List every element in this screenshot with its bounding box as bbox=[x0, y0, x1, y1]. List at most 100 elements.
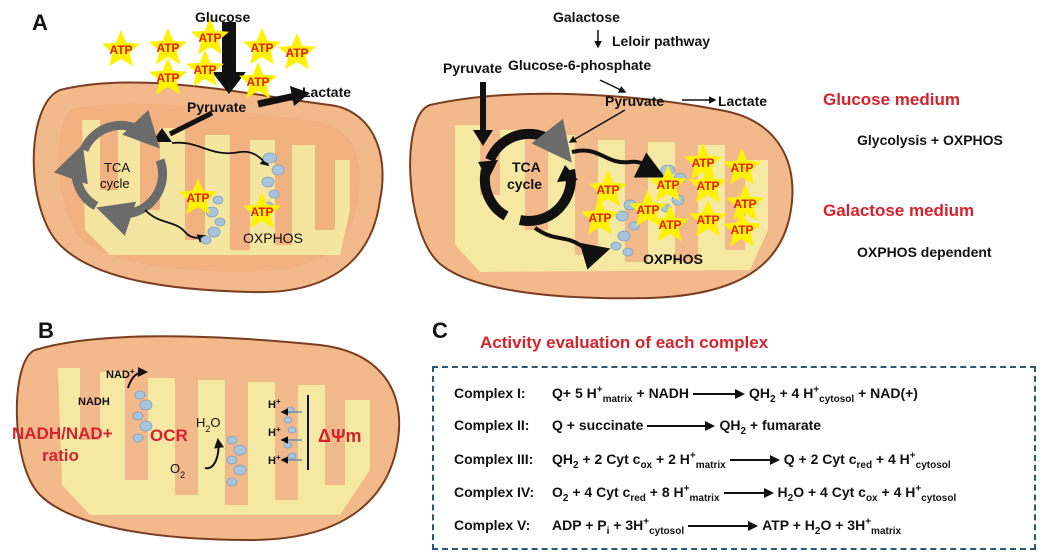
panel-a-letter: A bbox=[32, 10, 48, 35]
pyruvate-label-a-left: Pyruvate bbox=[187, 99, 246, 115]
complex-blob bbox=[287, 426, 297, 434]
complex-blob bbox=[628, 221, 640, 231]
g6p-label: Glucose-6-phosphate bbox=[508, 57, 651, 73]
atp-label: ATP bbox=[730, 161, 753, 175]
atp-label: ATP bbox=[636, 203, 659, 217]
atp-star: ATP bbox=[239, 62, 277, 99]
reaction-arrow bbox=[729, 454, 780, 465]
complex-blob bbox=[233, 464, 247, 476]
atp-label: ATP bbox=[250, 41, 273, 55]
atp-label: ATP bbox=[588, 211, 611, 225]
complex-blob bbox=[139, 399, 153, 411]
o2-to-h2o-arrow bbox=[204, 438, 225, 470]
tca-to-oxphos-arrow-right-upper bbox=[571, 148, 666, 178]
tca-to-oxphos-arrow-right-lower bbox=[533, 226, 611, 270]
complex-lhs: Q+ 5 H+matrix + NADH bbox=[552, 384, 690, 405]
h2o-label: H2O bbox=[196, 415, 221, 434]
atp-label: ATP bbox=[156, 71, 179, 85]
tca-label-line2-a-right: cycle bbox=[507, 176, 542, 192]
glucose-label: Glucose bbox=[195, 9, 250, 25]
atp-star: ATP bbox=[179, 178, 217, 215]
complex-blob bbox=[207, 226, 221, 238]
glucose-medium-desc: Glycolysis + OXPHOS bbox=[857, 132, 1003, 148]
glucose-medium-heading: Glucose medium bbox=[823, 90, 960, 109]
complex-lhs: QH2 + 2 Cyt cox + 2 H+matrix bbox=[552, 450, 726, 471]
reaction-arrow bbox=[647, 421, 716, 432]
complex-rhs: H2O + 4 Cyt cox + 4 H+cytosol bbox=[777, 483, 957, 504]
complex-lhs: ADP + Pi + 3H+cytosol bbox=[552, 516, 685, 537]
complex-blob bbox=[134, 390, 146, 400]
complex-blob bbox=[271, 164, 285, 176]
complex-blob bbox=[622, 247, 634, 257]
complex-blob bbox=[268, 189, 280, 199]
atp-label: ATP bbox=[696, 179, 719, 193]
atp-label: ATP bbox=[246, 75, 269, 89]
atp-label: ATP bbox=[658, 218, 681, 232]
lactate-label-a-right: Lactate bbox=[718, 93, 767, 109]
atp-star: ATP bbox=[651, 205, 689, 242]
atp-star: ATP bbox=[243, 192, 281, 229]
complex-blob bbox=[205, 206, 219, 218]
reaction-arrow bbox=[693, 388, 746, 399]
oxphos-label-a-left: OXPHOS bbox=[243, 230, 303, 246]
atp-label: ATP bbox=[285, 46, 308, 60]
complex-iii-row: Complex III:QH2 + 2 Cyt cox + 2 H+matrix… bbox=[454, 450, 951, 470]
complex-name: Complex I: bbox=[454, 384, 526, 401]
panel-b-letter: B bbox=[38, 318, 54, 343]
atp-label: ATP bbox=[109, 43, 132, 57]
pyruvate-to-tca-arrow-right bbox=[568, 109, 626, 143]
nad-plus-label: NAD+ bbox=[106, 367, 135, 382]
atp-star: ATP bbox=[649, 165, 687, 202]
tca-to-oxphos-arrow-upper bbox=[171, 141, 270, 167]
glucose-arrow bbox=[212, 22, 246, 94]
complex-rhs: ATP + H2O + 3H+matrix bbox=[762, 516, 902, 537]
panel-c-letter: C bbox=[432, 318, 448, 343]
pyruvate-down-arrow bbox=[473, 82, 493, 146]
atp-star: ATP bbox=[726, 184, 764, 221]
complex-v-row: Complex V: ADP + Pi + 3H+cytosol ATP + H2O… bbox=[454, 516, 901, 536]
galactose-medium-desc: OXPHOS dependent bbox=[857, 244, 992, 260]
reaction-arrow bbox=[723, 487, 774, 498]
galactose-medium-heading: Galactose medium bbox=[823, 201, 975, 220]
atp-label: ATP bbox=[156, 41, 179, 55]
atp-star: ATP bbox=[684, 143, 722, 180]
ocr-label: OCR bbox=[150, 426, 188, 445]
tca-label-line1-a-left: TCA bbox=[104, 160, 130, 175]
atp-star: ATP bbox=[278, 33, 316, 70]
nadh-to-nad-arrow bbox=[127, 367, 148, 389]
g6p-to-pyruvate-arrow bbox=[599, 79, 627, 93]
complex-name: Complex V: bbox=[454, 516, 531, 533]
proton-arrows bbox=[280, 408, 302, 464]
pyruvate-label-a-right-left: Pyruvate bbox=[443, 60, 502, 76]
atp-star: ATP bbox=[689, 200, 727, 237]
complex-name: Complex IV: bbox=[454, 483, 535, 500]
complex-blob bbox=[214, 217, 226, 227]
atp-star: ATP bbox=[689, 166, 727, 203]
atp-label: ATP bbox=[193, 63, 216, 77]
complex-blob bbox=[132, 433, 144, 443]
tca-cycle-a-right bbox=[478, 118, 578, 226]
atp-label: ATP bbox=[730, 223, 753, 237]
atp-star: ATP bbox=[149, 28, 187, 65]
complex-blob bbox=[262, 152, 278, 164]
oxphos-label-a-right: OXPHOS bbox=[643, 251, 703, 267]
atp-label: ATP bbox=[696, 213, 719, 227]
complex-lhs: Q + succinate bbox=[552, 417, 644, 433]
tca-label-line2-a-left: cycle bbox=[100, 176, 130, 191]
complex-blob bbox=[283, 416, 293, 424]
atp-star: ATP bbox=[581, 198, 619, 235]
atp-star: ATP bbox=[589, 170, 627, 207]
membrane-potential-label: ΔΨm bbox=[318, 426, 362, 446]
tca-label-line1-a-right: TCA bbox=[512, 159, 541, 175]
nadh-label: NADH bbox=[78, 396, 110, 408]
complex-rhs: Q + 2 Cyt cred + 4 H+cytosol bbox=[783, 450, 951, 471]
leloir-label: Leloir pathway bbox=[612, 33, 710, 49]
complex-blob bbox=[261, 176, 275, 188]
complex-blob bbox=[226, 477, 238, 487]
nadh-ratio-label-line2: ratio bbox=[42, 446, 79, 465]
galactose-label: Galactose bbox=[553, 9, 620, 25]
